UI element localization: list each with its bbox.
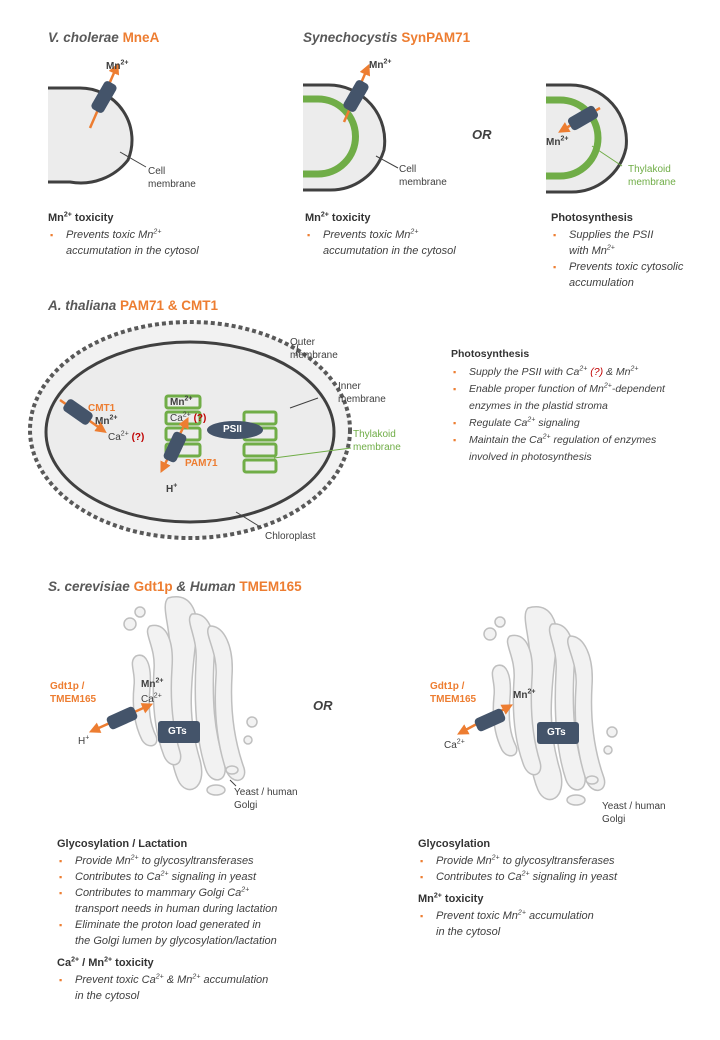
synechocystis-cell-2 bbox=[546, 83, 628, 194]
psii-label: PSII bbox=[223, 424, 242, 435]
mn-label: Mn2+ bbox=[106, 59, 129, 72]
or-label: OR bbox=[472, 127, 492, 142]
mn-label: Mn2+ bbox=[170, 395, 193, 408]
ca-label: Ca2+ bbox=[141, 692, 162, 705]
mn-label: Mn2+ bbox=[369, 58, 392, 71]
pam71-label: PAM71 bbox=[185, 458, 218, 469]
mn-label: Mn2+ bbox=[546, 135, 569, 148]
golgi-right bbox=[483, 606, 618, 806]
mn-label: Mn2+ bbox=[513, 688, 536, 701]
ca-label: Ca2+ bbox=[444, 738, 465, 751]
synechocystis-cell-1 bbox=[303, 63, 399, 192]
title-vcholerae: V. cholerae MneA bbox=[48, 30, 160, 45]
glycosylation-block: Glycosylation Provide Mn2+ to glycosyltr… bbox=[418, 836, 713, 940]
chloroplast bbox=[28, 320, 352, 540]
gts-label: GTs bbox=[168, 726, 187, 737]
vcholerae-function-block: Mn2+ toxicity Prevents toxic Mn2+accumut… bbox=[48, 210, 268, 259]
gts-label: GTs bbox=[547, 727, 566, 738]
gdt1p-tmem165-label: Gdt1p /TMEM165 bbox=[50, 681, 97, 705]
cmt1-label: CMT1 bbox=[88, 403, 116, 414]
h-label: H+ bbox=[166, 482, 178, 495]
h-label: H+ bbox=[78, 734, 90, 747]
vcholerae-cell bbox=[48, 62, 147, 185]
title-synechocystis: Synechocystis SynPAM71 bbox=[303, 30, 471, 45]
mn-label: Mn2+ bbox=[141, 677, 164, 690]
synechocystis-toxicity-block: Mn2+ toxicity Prevents toxic Mn2+accumut… bbox=[305, 210, 525, 259]
title-scerevisiae: S. cerevisiae Gdt1p & Human TMEM165 bbox=[48, 579, 302, 594]
title-athaliana: A. thaliana PAM71 & CMT1 bbox=[48, 298, 219, 313]
glycosylation-lactation-block: Glycosylation / Lactation Provide Mn2+ t… bbox=[57, 836, 357, 1004]
or-label: OR bbox=[313, 698, 333, 713]
golgi-left-transporter bbox=[88, 703, 237, 787]
golgi-right-transporter bbox=[457, 704, 579, 744]
chloroplast-label: Chloroplast bbox=[265, 531, 316, 542]
ca-label: Ca2+ (?) bbox=[170, 411, 207, 424]
ca-label: Ca2+ (?) bbox=[108, 430, 145, 443]
mn-label: Mn2+ bbox=[95, 414, 118, 427]
gdt1p-tmem165-label: Gdt1p /TMEM165 bbox=[430, 681, 477, 705]
athaliana-function-block: Photosynthesis Supply the PSII with Ca2+… bbox=[451, 346, 713, 466]
